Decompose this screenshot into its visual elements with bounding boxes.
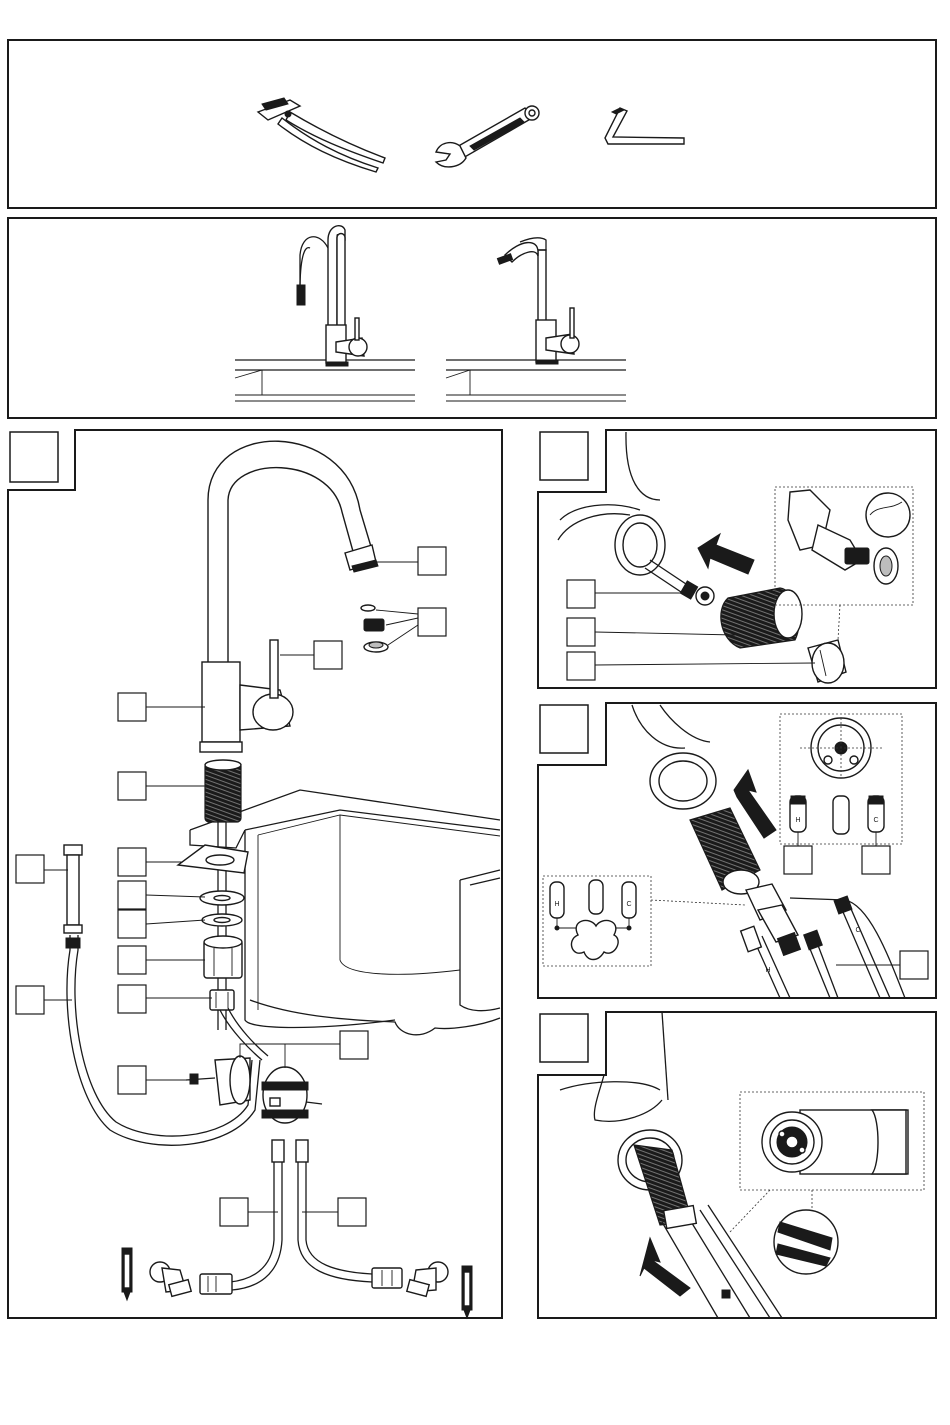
step-1-callout-fitting (567, 580, 595, 608)
callout-hose-hot (220, 1198, 248, 1226)
callout-body (118, 693, 146, 721)
step-1-sleeve-icon (721, 588, 802, 648)
step-1-number-box (540, 432, 588, 480)
valve-outlet-detail-icon (762, 1110, 908, 1174)
cold-marker-hose: C (855, 927, 860, 934)
step-2-callout-hot (784, 846, 812, 874)
callout-spray-head (418, 547, 446, 575)
step-3-number-box (540, 1014, 588, 1062)
callout-connector (118, 985, 146, 1013)
callout-hose-cold (338, 1198, 366, 1226)
washer-lower-icon (202, 914, 242, 926)
hot-marker-ports: H (554, 901, 559, 908)
callout-clamp (118, 1066, 146, 1094)
step-3-panel (538, 1012, 936, 1318)
callout-plate (118, 848, 146, 876)
cold-marker-inset: C (873, 817, 878, 824)
callout-washer-2 (118, 910, 146, 938)
callout-weight (340, 1031, 368, 1059)
ribbed-sleeve-icon (205, 760, 241, 822)
callout-spray-hose (16, 855, 44, 883)
mounting-nut-icon (204, 936, 242, 978)
callout-pull-hose (16, 986, 44, 1014)
step-2-callout-hose (900, 951, 928, 979)
callout-aerator (418, 608, 446, 636)
step-number-box (10, 432, 58, 482)
step-2-panel: H C H C (538, 703, 936, 998)
step-2-number-box (540, 705, 588, 753)
callout-nut (118, 946, 146, 974)
cold-marker-ports: C (626, 901, 631, 908)
callout-handle (314, 641, 342, 669)
step-2-callout-cold (862, 846, 890, 874)
tools-panel (8, 40, 936, 208)
step-1-panel (538, 430, 936, 688)
exploded-view-panel (8, 430, 502, 1318)
step-1-callout-sleeve (567, 618, 595, 646)
sleeve-closeup-icon (774, 1210, 838, 1274)
washer-upper-icon (200, 891, 244, 905)
hot-marker-inset: H (795, 817, 800, 824)
step-1-callout-nut (567, 652, 595, 680)
callout-sleeve (118, 772, 146, 800)
hot-marker-hose: H (765, 967, 770, 974)
hose-connector-icon (210, 990, 234, 1010)
callout-washer-1 (118, 881, 146, 909)
faucet-types-panel (8, 218, 936, 418)
